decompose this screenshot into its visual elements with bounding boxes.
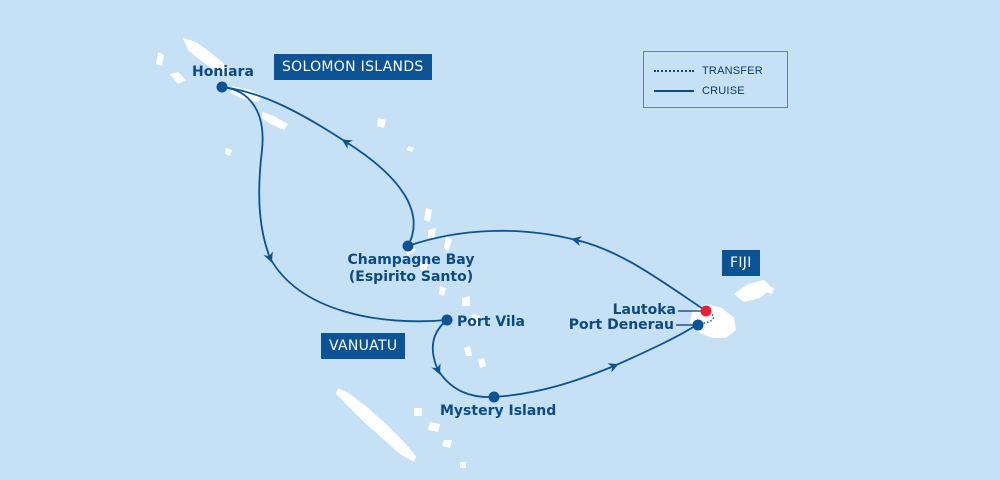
route-port-vila-to-mystery-island bbox=[431, 319, 448, 375]
port-markers bbox=[216, 81, 712, 403]
cruise-route bbox=[221, 86, 707, 398]
port-label-port-denerau: Port Denerau bbox=[568, 317, 674, 333]
lautoka-dot-icon bbox=[700, 305, 712, 317]
port-label-mystery-island: Mystery Island bbox=[440, 403, 557, 419]
legend-item-transfer: TRANSFER bbox=[654, 64, 763, 78]
mystery-island-dot-icon bbox=[488, 391, 500, 403]
route-arrow-to-port-vila bbox=[269, 257, 448, 323]
dotted-line-icon bbox=[654, 70, 694, 72]
espiritu-santo-name: (Espirito Santo) bbox=[348, 269, 474, 285]
port-label-honiara: Honiara bbox=[192, 64, 254, 80]
transfer-route bbox=[697, 310, 715, 325]
new-caledonia-land bbox=[336, 388, 466, 468]
region-label-solomon-islands: SOLOMON ISLANDS bbox=[274, 54, 432, 80]
legend-label-cruise: CRUISE bbox=[702, 85, 745, 97]
map-legend: TRANSFER CRUISE bbox=[643, 51, 788, 108]
route-arrow-to-champagne-bay bbox=[407, 229, 577, 247]
legend-item-cruise: CRUISE bbox=[654, 84, 745, 98]
port-vila-dot-icon bbox=[441, 314, 453, 326]
port-label-champagne-bay: Champagne Bay (Espirito Santo) bbox=[340, 252, 482, 286]
route-champagne-bay-to-honiara bbox=[341, 139, 415, 247]
port-label-lautoka: Lautoka bbox=[612, 302, 676, 318]
leader-lines bbox=[676, 310, 704, 326]
legend-label-transfer: TRANSFER bbox=[702, 65, 763, 77]
port-denerau-dot-icon bbox=[692, 319, 704, 331]
route-honiara-to-port-vila bbox=[221, 86, 273, 263]
port-label-port-vila: Port Vila bbox=[457, 314, 525, 330]
fiji-land bbox=[690, 280, 774, 338]
solid-line-icon bbox=[654, 90, 694, 92]
route-arrow-to-port-denerau bbox=[613, 323, 699, 367]
route-mystery-island-to-port-denerau bbox=[493, 363, 619, 398]
honiara-dot-icon bbox=[216, 81, 228, 93]
champagne-bay-name: Champagne Bay bbox=[347, 252, 475, 268]
route-lautoka-to-champagne-bay bbox=[571, 236, 707, 312]
region-label-vanuatu: VANUATU bbox=[321, 333, 406, 359]
vanuatu-land bbox=[404, 208, 486, 368]
region-label-fiji: FIJI bbox=[722, 250, 760, 276]
champagne-bay-dot-icon bbox=[402, 240, 414, 252]
route-arrow-to-mystery-island bbox=[437, 369, 495, 398]
